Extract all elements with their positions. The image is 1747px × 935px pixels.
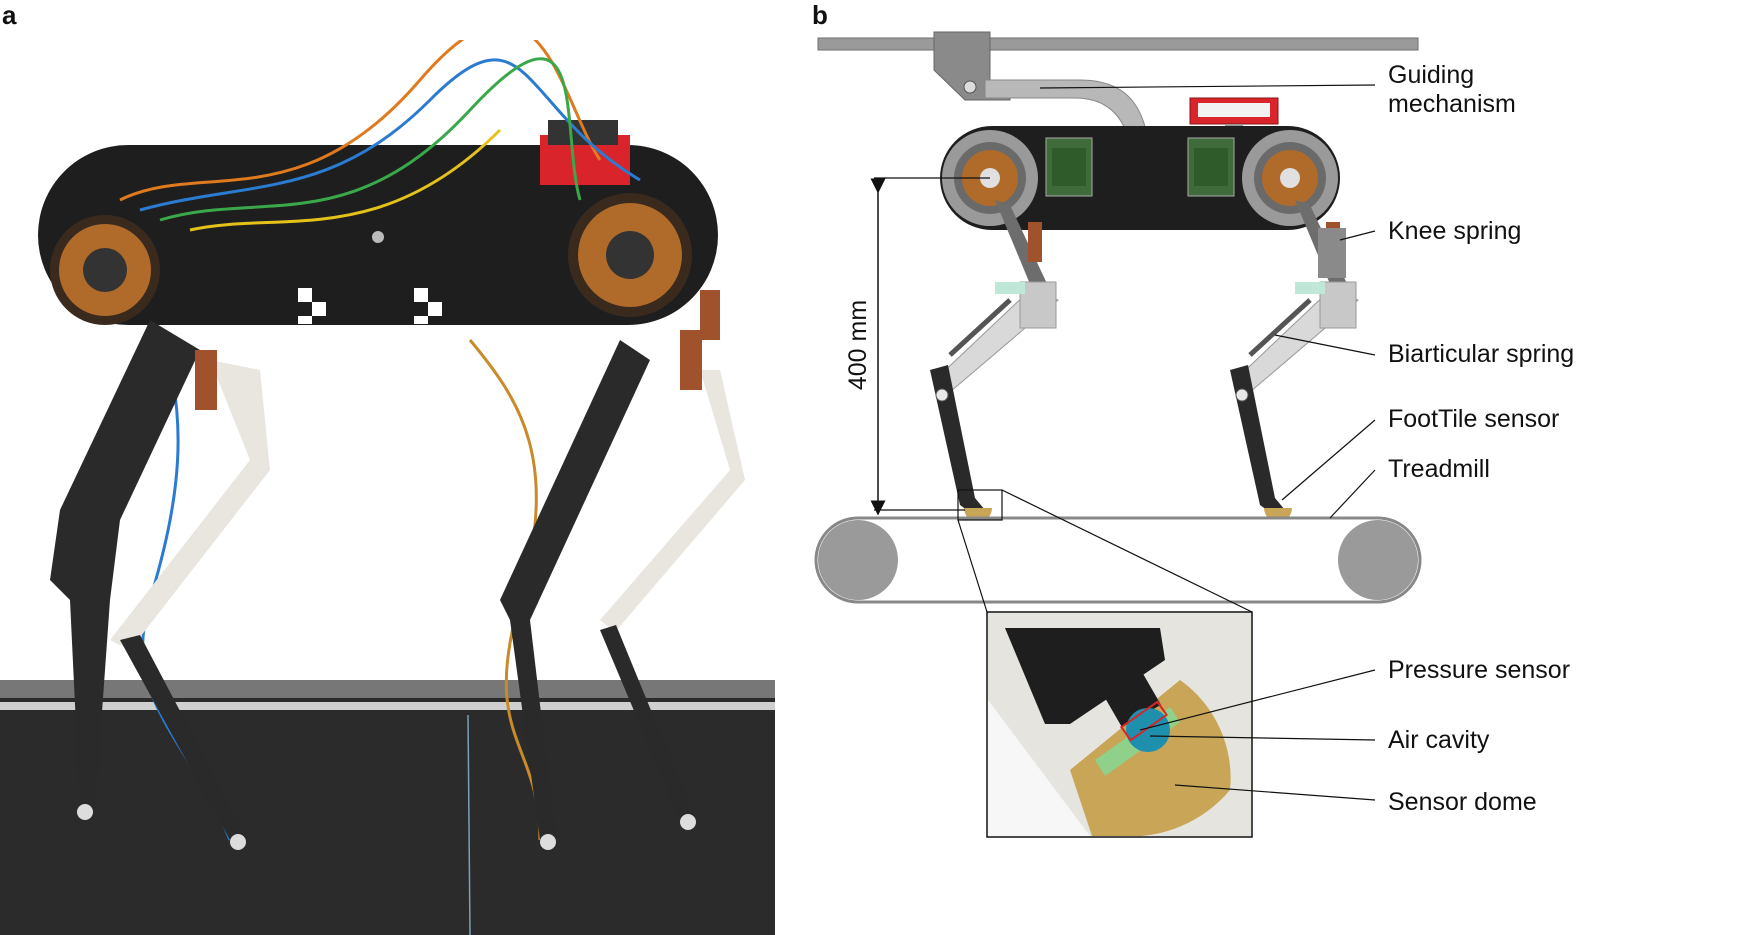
label-treadmill: Treadmill xyxy=(1388,455,1490,483)
label-knee-spring: Knee spring xyxy=(1388,217,1521,245)
photo-body xyxy=(38,120,718,325)
label-pressure-sensor: Pressure sensor xyxy=(1388,656,1570,684)
robot-photo xyxy=(0,40,860,935)
schematic-treadmill xyxy=(814,516,1422,604)
label-guiding-mechanism-1: Guiding xyxy=(1388,61,1474,89)
height-label: 400 mm xyxy=(844,300,872,390)
electronics-box xyxy=(1189,97,1279,136)
schematic-body xyxy=(940,126,1340,230)
foot-inset xyxy=(986,611,1253,838)
zoom-indicator xyxy=(957,489,1253,613)
label-guiding-mechanism-2: mechanism xyxy=(1388,90,1516,118)
label-air-cavity: Air cavity xyxy=(1388,726,1490,754)
schematic-right-leg xyxy=(1230,200,1359,522)
schematic-left-leg xyxy=(930,200,1059,522)
photo-legs xyxy=(50,290,745,850)
height-dimension: 400 mm xyxy=(844,177,990,516)
callout-lines xyxy=(1039,84,1376,801)
label-biarticular-spring: Biarticular spring xyxy=(1388,340,1574,368)
label-foottile-sensor: FootTile sensor xyxy=(1388,405,1559,433)
panel-b-label: b xyxy=(812,0,828,30)
label-sensor-dome: Sensor dome xyxy=(1388,788,1537,816)
guiding-rail xyxy=(817,31,1419,182)
panel-a-label: a xyxy=(2,0,17,30)
